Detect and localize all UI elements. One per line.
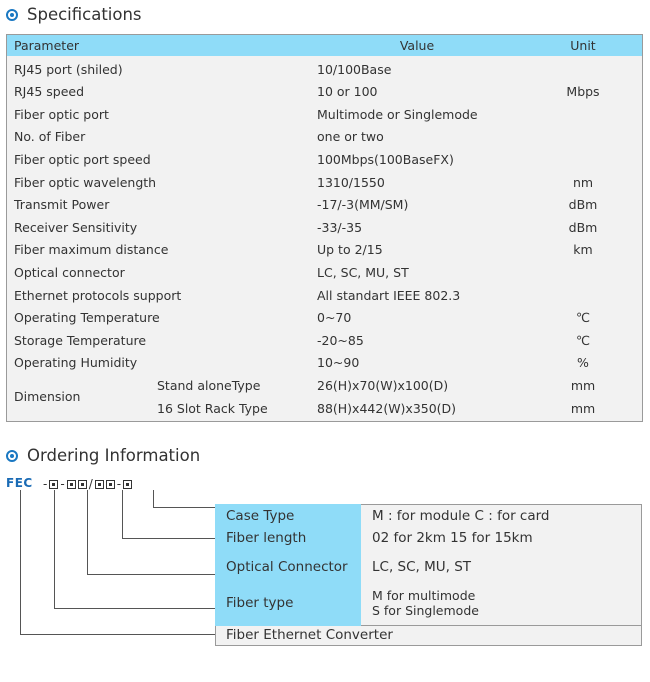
- specifications-title: Specifications: [27, 5, 142, 24]
- row-value: Multimode or Singlemode: [317, 107, 478, 122]
- row-unit: %: [577, 355, 589, 370]
- row-value: 10 or 100: [317, 84, 378, 99]
- square-dot-icon: [49, 479, 59, 489]
- dimension-type: 16 Slot Rack Type: [157, 401, 268, 416]
- row-parameter: Operating Temperature: [14, 310, 160, 325]
- row-parameter: Fiber optic port speed: [14, 152, 151, 167]
- row-parameter: No. of Fiber: [14, 129, 86, 144]
- square-dot-icon: [77, 479, 87, 489]
- connector-line: [122, 490, 123, 538]
- connector-line: [122, 538, 215, 539]
- row-parameter: Ethernet protocols support: [14, 288, 182, 303]
- fiber-length-value: 02 for 2km 15 for 15km: [372, 530, 533, 546]
- header-value: Value: [399, 38, 435, 53]
- row-unit: dBm: [568, 220, 598, 235]
- specifications-heading: Specifications: [6, 5, 142, 24]
- row-value: -33/-35: [317, 220, 363, 235]
- connector-line: [153, 507, 215, 508]
- row-parameter: Fiber maximum distance: [14, 242, 169, 257]
- square-dot-icon: [123, 479, 133, 489]
- row-value: All standart IEEE 802.3: [317, 288, 461, 303]
- ordering-label-column: [215, 504, 361, 626]
- header-unit: Unit: [570, 38, 596, 53]
- case-type-value: M : for module C : for card: [372, 508, 550, 524]
- footer-row: [215, 626, 642, 646]
- case-type-label: Case Type: [226, 508, 295, 524]
- specifications-table: Parameter Value Unit RJ45 port (shiled) …: [6, 34, 643, 422]
- ordering-title: Ordering Information: [27, 446, 201, 465]
- connector-line: [87, 574, 215, 575]
- fiber-type-label: Fiber type: [226, 595, 294, 611]
- connector-line: [54, 490, 55, 608]
- row-parameter: RJ45 speed: [14, 84, 85, 99]
- row-value: LC, SC, MU, ST: [317, 265, 409, 280]
- row-parameter: Optical connector: [14, 265, 125, 280]
- optical-connector-label: Optical Connector: [226, 559, 348, 575]
- fiber-type-value-1: M for multimode: [372, 588, 476, 603]
- row-value: 1310/1550: [317, 175, 385, 190]
- dimension-unit: mm: [570, 378, 596, 393]
- square-dot-icon: [66, 479, 76, 489]
- row-parameter: Storage Temperature: [14, 333, 147, 348]
- row-unit: dBm: [568, 197, 598, 212]
- dimension-unit: mm: [570, 401, 596, 416]
- row-unit: Mbps: [566, 84, 600, 99]
- row-value: -20~85: [317, 333, 364, 348]
- fiber-type-value-2: S for Singlemode: [372, 603, 479, 618]
- row-value: 10/100Base: [317, 62, 392, 77]
- row-value: -17/-3(MM/SM): [317, 197, 409, 212]
- row-parameter: Fiber optic wavelength: [14, 175, 157, 190]
- ordering-heading: Ordering Information: [6, 446, 200, 465]
- row-parameter: Operating Humidity: [14, 355, 138, 370]
- row-value: 100Mbps(100BaseFX): [317, 152, 454, 167]
- row-value: Up to 2/15: [317, 242, 383, 257]
- row-value: one or two: [317, 129, 384, 144]
- fiber-length-label: Fiber length: [226, 530, 307, 546]
- row-parameter: Fiber optic port: [14, 107, 109, 122]
- dimension-value: 88(H)x442(W)x350(D): [317, 401, 457, 416]
- dimension-value: 26(H)x70(W)x100(D): [317, 378, 449, 393]
- dimension-label: Dimension: [14, 389, 81, 404]
- square-dot-icon: [94, 479, 104, 489]
- row-value: 0~70: [317, 310, 352, 325]
- circle-dot-icon: [6, 8, 18, 21]
- row-parameter: RJ45 port (shiled): [14, 62, 123, 77]
- row-parameter: Transmit Power: [14, 197, 110, 212]
- row-unit: ℃: [575, 310, 591, 325]
- connector-line: [20, 490, 21, 634]
- fiber-ethernet-converter-label: Fiber Ethernet Converter: [226, 627, 393, 643]
- connector-line: [20, 634, 215, 635]
- code-pattern: - - / -: [42, 477, 133, 491]
- row-unit: ℃: [575, 333, 591, 348]
- row-unit: km: [573, 242, 593, 257]
- square-dot-icon: [105, 479, 115, 489]
- connector-line: [153, 490, 154, 507]
- optical-connector-value: LC, SC, MU, ST: [372, 559, 472, 575]
- table-header: [7, 35, 642, 56]
- row-unit: nm: [572, 175, 594, 190]
- row-value: 10~90: [317, 355, 360, 370]
- dimension-type: Stand aloneType: [157, 378, 261, 393]
- header-parameter: Parameter: [14, 38, 80, 53]
- connector-line: [87, 490, 88, 574]
- row-parameter: Receiver Sensitivity: [14, 220, 138, 235]
- circle-dot-icon: [6, 449, 18, 462]
- code-prefix: FEC: [6, 476, 33, 490]
- connector-line: [54, 608, 215, 609]
